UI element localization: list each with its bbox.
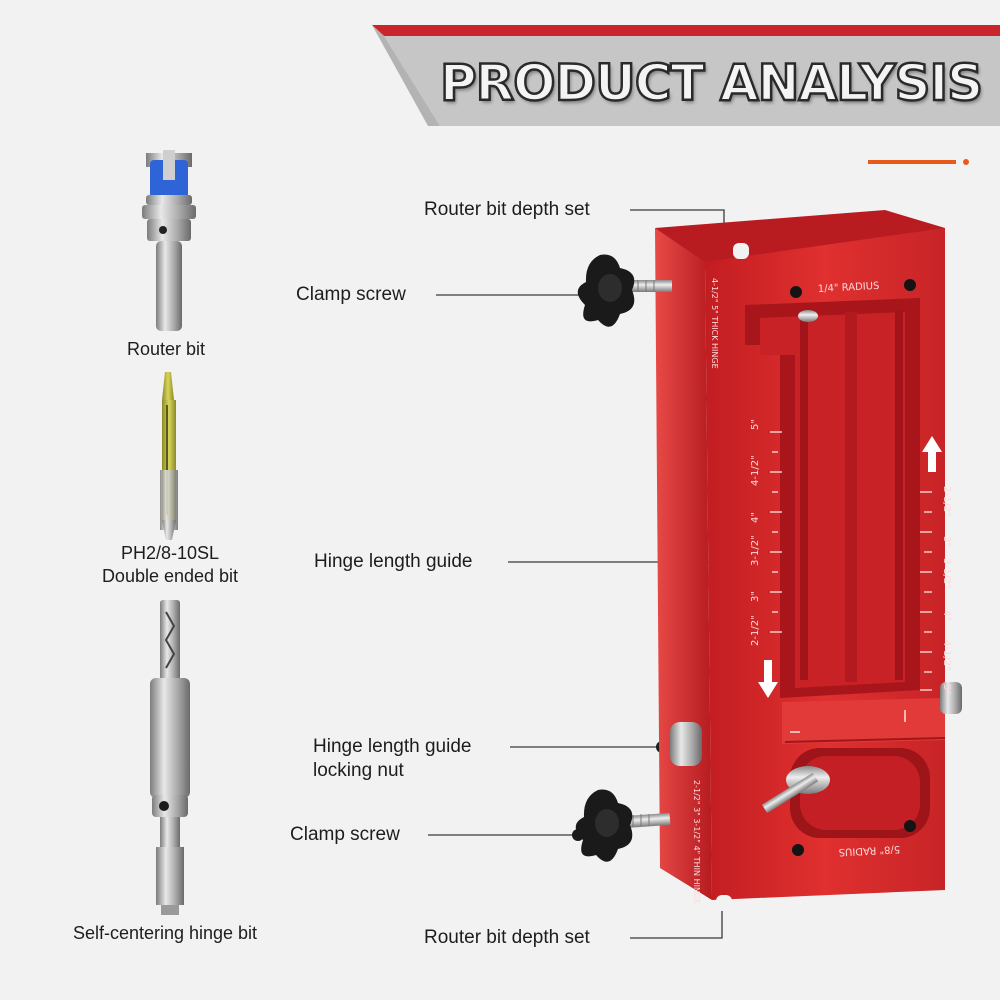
arrow-up-icon [922,436,942,472]
callout-router-depth-top: Router bit depth set [424,199,590,220]
left-scale-labels: 5" 4-1/2" 4" 3-1/2" 3" 2-1/2" [750,419,761,646]
double-ended-bit-name: Double ended bit [101,566,239,586]
bottom-radius-text: 5/8" RADIUS [838,843,900,857]
page-title: PRODUCT ANALYSIS [439,53,985,114]
svg-text:3-1/2": 3-1/2" [941,558,952,589]
guide-knob [940,682,962,714]
router-bit-image [142,150,196,331]
svg-text:3": 3" [750,591,761,602]
router-bit-label: Router bit [126,339,206,359]
thin-hinge-text: 2-1/2" 3" 3-1/2" 4" THIN HINGE [692,780,701,904]
callout-hinge-length-guide: Hinge length guide [314,551,473,572]
clamp-screw-bottom [575,789,671,862]
svg-text:2-1/2": 2-1/2" [941,486,952,517]
svg-text:4-1/2": 4-1/2" [941,640,952,671]
accent-line [868,160,956,164]
accent-dot [963,159,969,165]
hinge-jig [655,210,962,911]
locking-nut-knob [670,722,702,766]
self-centering-bit-image [150,600,190,915]
callout-locking-nut-line1: Hinge length guide [313,736,472,757]
callout-router-depth-bottom: Router bit depth set [424,927,590,948]
self-centering-bit-label: Self-centering hinge bit [72,923,258,943]
svg-text:4": 4" [941,610,952,621]
svg-text:5": 5" [750,419,761,430]
thick-hinge-text: 4-1/2" 5" THICK HINGE [710,278,719,369]
callout-locking-nut: Hinge length guide locking nut [313,735,471,783]
top-radius-text: 1/4" RADIUS [818,281,880,295]
arrow-down-icon [758,660,778,698]
product-banner: PRODUCT ANALYSIS [0,0,1000,140]
double-ended-bit-label: PH2/8-10SL Double ended bit [60,542,280,588]
callout-locking-nut-line2: locking nut [313,760,404,781]
svg-text:4-1/2": 4-1/2" [750,455,761,486]
clamp-screw-top [577,254,672,327]
svg-text:4": 4" [750,512,761,523]
banner-shape [372,25,1000,126]
right-scale-ticks [920,491,932,691]
left-scale-ticks [770,431,782,633]
right-scale-labels: 2-1/2" 3" 3-1/2" 4" 4-1/2" 5" [941,486,952,695]
jig-bolts [790,279,916,856]
svg-text:2-1/2": 2-1/2" [750,615,761,646]
svg-text:3-1/2": 3-1/2" [750,535,761,566]
double-ended-bit-image [160,372,178,540]
svg-text:5": 5" [941,684,952,695]
double-ended-bit-code: PH2/8-10SL [120,543,220,563]
svg-text:3": 3" [941,536,952,547]
callout-clamp-screw-bottom: Clamp screw [290,824,400,845]
callout-clamp-screw-top: Clamp screw [296,284,406,305]
